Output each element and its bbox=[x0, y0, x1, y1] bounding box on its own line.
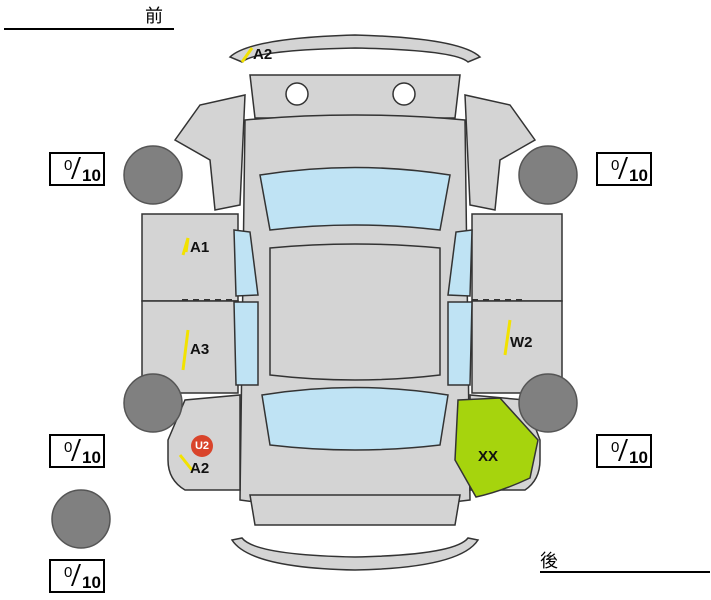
front-right-tire bbox=[518, 145, 578, 205]
tire-score-rear-right: 0 10 bbox=[596, 434, 652, 468]
tire-score-max: 10 bbox=[82, 573, 101, 592]
damage-tag-right-rear-quarter: XX bbox=[478, 448, 499, 465]
front-bumper-mark bbox=[240, 47, 254, 63]
u2-badge: U2 bbox=[191, 435, 213, 457]
rear-label: 後 bbox=[540, 551, 558, 571]
windshield bbox=[259, 166, 451, 231]
tire-score-max: 10 bbox=[629, 448, 648, 467]
right-headlight bbox=[392, 82, 416, 106]
tire-score-slash bbox=[617, 157, 629, 179]
tire-score-value: 0 bbox=[611, 157, 620, 174]
damage-tag-left-rear-door: A3 bbox=[190, 341, 210, 358]
trunk-panel bbox=[249, 494, 461, 526]
left-rear-quarter-mark bbox=[178, 454, 194, 471]
front-left-tire bbox=[123, 145, 183, 205]
tire-score-slash bbox=[617, 439, 629, 461]
rear-left-tire bbox=[123, 373, 183, 433]
damage-tag-left-rear-quarter: A2 bbox=[190, 460, 210, 477]
tire-score-slash bbox=[70, 564, 82, 586]
left-front-door-mark bbox=[181, 237, 190, 256]
right-rear-quarter-highlight bbox=[454, 397, 539, 498]
tire-score-front-left: 0 10 bbox=[49, 152, 105, 186]
left-front-door bbox=[141, 213, 239, 302]
left-front-fender bbox=[173, 94, 246, 211]
tire-score-max: 10 bbox=[629, 166, 648, 185]
right-front-fender bbox=[464, 94, 537, 211]
tire-score-front-right: 0 10 bbox=[596, 152, 652, 186]
rear-window bbox=[261, 386, 449, 451]
right-rear-door-mark bbox=[503, 319, 512, 356]
hood-panel bbox=[249, 74, 461, 119]
damage-tag-left-front-door: A1 bbox=[190, 239, 210, 256]
left-rear-window bbox=[233, 301, 259, 386]
front-bumper-panel bbox=[228, 34, 482, 63]
rear-bumper-panel bbox=[230, 537, 480, 571]
tire-score-rear-left: 0 10 bbox=[49, 434, 105, 468]
tire-score-value: 0 bbox=[64, 157, 73, 174]
front-underline bbox=[4, 28, 174, 30]
right-rear-window bbox=[447, 301, 473, 386]
damage-tag-front-bumper: A2 bbox=[253, 46, 273, 63]
tire-score-value: 0 bbox=[64, 564, 73, 581]
tire-score-spare: 0 10 bbox=[49, 559, 105, 593]
tire-score-value: 0 bbox=[64, 439, 73, 456]
tire-score-value: 0 bbox=[611, 439, 620, 456]
tire-score-max: 10 bbox=[82, 166, 101, 185]
left-rear-door-mark bbox=[181, 329, 190, 371]
left-front-window bbox=[233, 229, 259, 297]
right-front-window bbox=[447, 229, 473, 297]
left-headlight bbox=[285, 82, 309, 106]
roof-panel bbox=[269, 243, 441, 381]
damage-tag-right-rear-door: W2 bbox=[510, 334, 533, 351]
right-front-door bbox=[471, 213, 563, 302]
rear-right-tire bbox=[518, 373, 578, 433]
tire-score-max: 10 bbox=[82, 448, 101, 467]
front-label: 前 bbox=[145, 6, 163, 26]
tire-score-slash bbox=[70, 439, 82, 461]
tire-score-slash bbox=[70, 157, 82, 179]
spare-tire bbox=[51, 489, 111, 549]
rear-underline bbox=[540, 571, 710, 573]
